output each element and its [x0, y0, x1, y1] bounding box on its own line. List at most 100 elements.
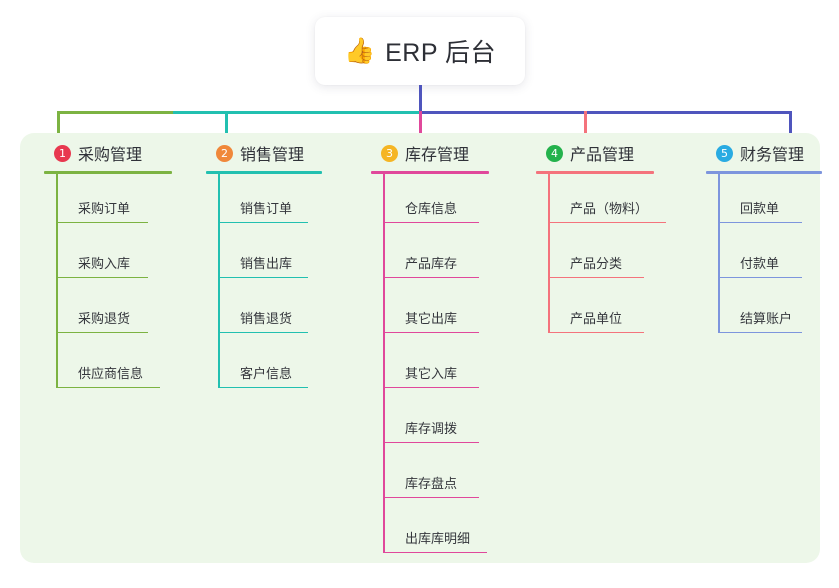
branch-column-3: 3 库存管理仓库信息产品库存其它出库其它入库库存调拨库存盘点出库库明细 — [365, 140, 489, 559]
branch-item[interactable]: 付款单 — [718, 229, 822, 284]
branch-item-label: 采购退货 — [78, 311, 131, 326]
branch-item-label: 出库库明细 — [405, 531, 471, 546]
branch-title: 财务管理 — [740, 147, 805, 164]
branch-header-4[interactable]: 4 产品管理 — [530, 140, 654, 166]
branch-spine-line — [548, 174, 550, 333]
branch-item-rule — [548, 221, 666, 223]
thumbs-up-icon: 👍 — [343, 36, 376, 65]
branch-item[interactable]: 仓库信息 — [383, 174, 489, 229]
branch-item-rule — [218, 276, 308, 278]
branch-item-rule — [383, 496, 479, 498]
branch-item[interactable]: 库存盘点 — [383, 449, 489, 504]
branch-item-rule — [56, 386, 160, 388]
branch-item-rule — [718, 331, 802, 333]
branch-item[interactable]: 客户信息 — [218, 339, 322, 394]
branch-item-label: 结算账户 — [740, 311, 793, 326]
branch-item[interactable]: 采购退货 — [56, 284, 172, 339]
branch-title: 采购管理 — [78, 147, 143, 164]
branch-item-label: 销售退货 — [240, 311, 293, 326]
branches-panel — [20, 133, 820, 563]
branch-item-label: 销售出库 — [240, 256, 293, 271]
branch-item-list: 仓库信息产品库存其它出库其它入库库存调拨库存盘点出库库明细 — [365, 174, 489, 559]
branch-header-3[interactable]: 3 库存管理 — [365, 140, 489, 166]
branch-item-label: 仓库信息 — [405, 201, 458, 216]
branch-item-rule — [56, 221, 148, 223]
branch-item-label: 产品分类 — [570, 256, 623, 271]
branch-item-label: 产品库存 — [405, 256, 458, 271]
root-node[interactable]: 👍 ERP 后台 — [315, 17, 525, 85]
branch-item[interactable]: 产品库存 — [383, 229, 489, 284]
branch-item[interactable]: 供应商信息 — [56, 339, 172, 394]
branch-item-rule — [383, 276, 479, 278]
branch-item-label: 产品（物料） — [570, 201, 649, 216]
branch-number-badge: 4 — [546, 144, 563, 162]
bus-indigo — [419, 111, 791, 114]
branch-item-rule — [383, 386, 479, 388]
branch-item[interactable]: 产品单位 — [548, 284, 654, 339]
branch-item[interactable]: 销售退货 — [218, 284, 322, 339]
branch-item-rule — [718, 221, 802, 223]
branch-item-list: 采购订单采购入库采购退货供应商信息 — [38, 174, 172, 394]
branch-header-rule — [206, 171, 322, 174]
branch-item[interactable]: 采购订单 — [56, 174, 172, 229]
drop-inventory — [419, 111, 422, 141]
branch-item-rule — [218, 386, 308, 388]
branch-item-rule — [548, 331, 644, 333]
branch-item-list: 产品（物料） 产品分类产品单位 — [530, 174, 666, 339]
branch-header-rule — [371, 171, 489, 174]
branch-item-rule — [56, 276, 148, 278]
branch-item-label: 付款单 — [740, 256, 780, 271]
branch-item-rule — [218, 331, 308, 333]
bus-green — [57, 111, 173, 114]
branch-item-label: 其它入库 — [405, 366, 458, 381]
branch-item-label: 库存盘点 — [405, 476, 458, 491]
branch-item-rule — [383, 551, 487, 553]
branch-item-rule — [218, 221, 308, 223]
drop-finance — [789, 111, 792, 141]
drop-purchase — [57, 111, 60, 141]
branch-item-label: 其它出库 — [405, 311, 458, 326]
branch-item-list: 销售订单销售出库销售退货客户信息 — [200, 174, 322, 394]
branch-item-label: 供应商信息 — [78, 366, 144, 381]
branch-spine-line — [718, 174, 720, 333]
branch-item-label: 库存调拨 — [405, 421, 458, 436]
branch-spine-line — [218, 174, 220, 388]
drop-product — [584, 111, 587, 141]
branch-column-4: 4 产品管理产品（物料） 产品分类产品单位 — [530, 140, 666, 339]
branch-item-rule — [383, 331, 479, 333]
branch-item-rule — [56, 331, 148, 333]
bus-teal — [173, 111, 419, 114]
branch-item[interactable]: 其它出库 — [383, 284, 489, 339]
branch-header-rule — [44, 171, 172, 174]
branch-item[interactable]: 产品分类 — [548, 229, 654, 284]
branch-item[interactable]: 结算账户 — [718, 284, 822, 339]
branch-number-badge: 3 — [381, 144, 398, 162]
branch-item-rule — [718, 276, 802, 278]
branch-item[interactable]: 销售出库 — [218, 229, 322, 284]
branch-item-label: 客户信息 — [240, 366, 293, 381]
branch-item[interactable]: 其它入库 — [383, 339, 489, 394]
branch-header-rule — [706, 171, 822, 174]
branch-item[interactable]: 出库库明细 — [383, 504, 489, 559]
branch-item-list: 回款单付款单结算账户 — [700, 174, 822, 339]
branch-spine-line — [383, 174, 385, 553]
branch-spine-line — [56, 174, 58, 388]
branch-item[interactable]: 销售订单 — [218, 174, 322, 229]
branch-item-label: 采购订单 — [78, 201, 131, 216]
branch-item-rule — [383, 221, 479, 223]
branch-item-label: 采购入库 — [78, 256, 131, 271]
branch-item[interactable]: 回款单 — [718, 174, 822, 229]
branch-title: 产品管理 — [570, 147, 635, 164]
branch-title: 库存管理 — [405, 147, 470, 164]
branch-number-badge: 2 — [216, 144, 233, 162]
root-trunk-line — [419, 85, 422, 113]
branch-item[interactable]: 采购入库 — [56, 229, 172, 284]
branch-item[interactable]: 库存调拨 — [383, 394, 489, 449]
branch-item[interactable]: 产品（物料） — [548, 174, 666, 229]
branch-item-label: 产品单位 — [570, 311, 623, 326]
